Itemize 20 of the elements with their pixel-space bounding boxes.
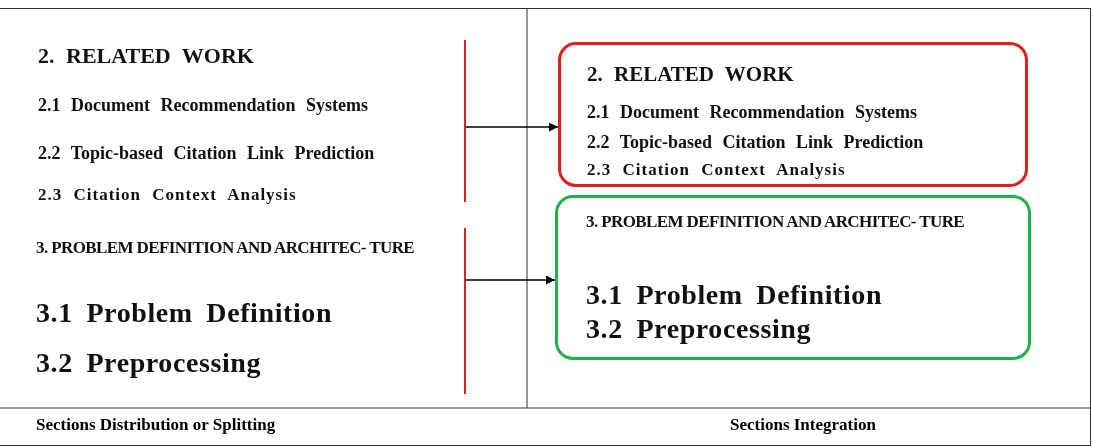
subsection-heading: 2.2 Topic-based Citation Link Prediction — [587, 133, 924, 153]
subsection-heading: 3.1 Problem Definition — [586, 280, 883, 311]
subsection-heading: 3.2 Preprocessing — [36, 348, 262, 379]
arrow — [465, 122, 559, 132]
section-heading: 2. RELATED WORK — [38, 44, 254, 69]
subsection-heading: 2.1 Document Recommendation Systems — [38, 96, 368, 116]
subsection-heading: 2.2 Topic-based Citation Link Prediction — [38, 144, 375, 164]
column-caption: Sections Distribution or Splitting — [36, 415, 276, 435]
subsection-heading: 2.1 Document Recommendation Systems — [587, 103, 917, 123]
section-box — [555, 195, 1031, 360]
column-caption: Sections Integration — [730, 415, 876, 435]
section-box — [558, 42, 1028, 187]
subsection-heading: 3.1 Problem Definition — [36, 298, 333, 329]
arrow — [465, 275, 556, 285]
subsection-heading: 2.3 Citation Context Analysis — [38, 186, 297, 205]
subsection-heading: 3.2 Preprocessing — [586, 314, 812, 345]
section-heading: 3. PROBLEM DEFINITION AND ARCHITEC- TURE — [586, 211, 966, 233]
subsection-heading: 2.3 Citation Context Analysis — [587, 161, 846, 180]
section-heading: 2. RELATED WORK — [587, 63, 794, 87]
section-heading: 3. PROBLEM DEFINITION AND ARCHITEC- TURE — [36, 237, 416, 259]
